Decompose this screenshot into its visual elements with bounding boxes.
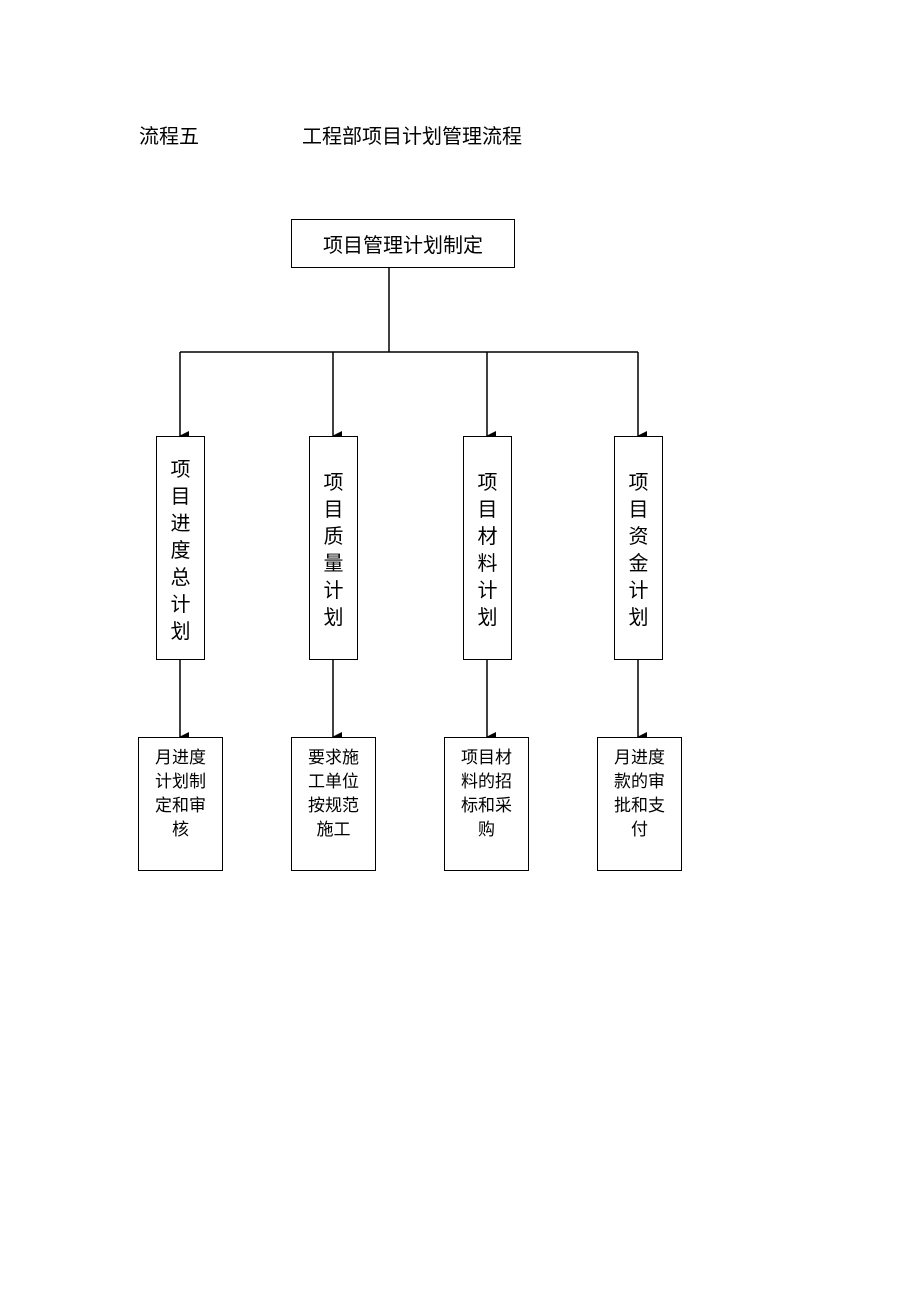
plan-node-schedule: 项目进度总计划 [156, 436, 205, 660]
flow-number-label: 流程五 [139, 124, 199, 148]
plan-node-label: 项目质量计划 [323, 470, 344, 629]
task-node-label: 月进度计划制定和审核 [155, 748, 206, 840]
plan-node-materials: 项目材料计划 [463, 436, 512, 660]
task-node-schedule-review: 月进度计划制定和审核 [138, 737, 223, 871]
task-node-procurement: 项目材料的招标和采购 [444, 737, 529, 871]
flow-title: 工程部项目计划管理流程 [302, 124, 522, 148]
root-node-label: 项目管理计划制定 [323, 233, 483, 257]
root-node: 项目管理计划制定 [291, 219, 515, 268]
plan-node-quality: 项目质量计划 [309, 436, 358, 660]
task-node-label: 要求施工单位按规范施工 [308, 748, 359, 840]
plan-node-label: 项目材料计划 [477, 470, 498, 629]
task-node-label: 项目材料的招标和采购 [461, 748, 512, 840]
plan-node-label: 项目进度总计划 [170, 456, 191, 643]
task-node-payment-approval: 月进度款的审批和支付 [597, 737, 682, 871]
plan-node-funds: 项目资金计划 [614, 436, 663, 660]
plan-node-label: 项目资金计划 [628, 470, 649, 629]
task-node-label: 月进度款的审批和支付 [614, 748, 665, 840]
task-node-construction-standards: 要求施工单位按规范施工 [291, 737, 376, 871]
